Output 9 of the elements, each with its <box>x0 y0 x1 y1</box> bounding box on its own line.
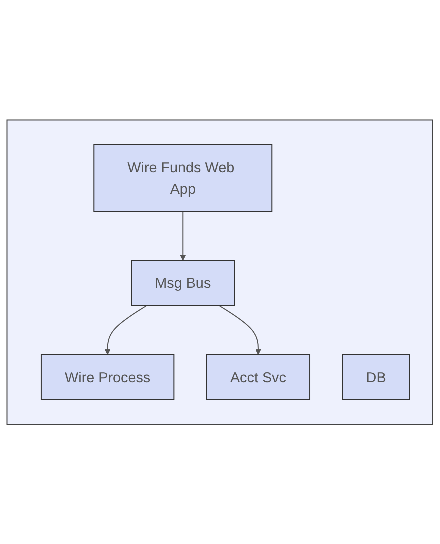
node-box: Wire Process <box>40 354 175 400</box>
node-box: Wire Funds Web App <box>94 144 273 212</box>
node-box: DB <box>342 354 410 400</box>
arrow <box>180 210 186 260</box>
arrow <box>104 304 148 355</box>
arrow <box>218 304 262 355</box>
node-box: Msg Bus <box>131 260 236 306</box>
cluster <box>6 119 434 425</box>
node-box: Acct Svc <box>206 354 310 400</box>
